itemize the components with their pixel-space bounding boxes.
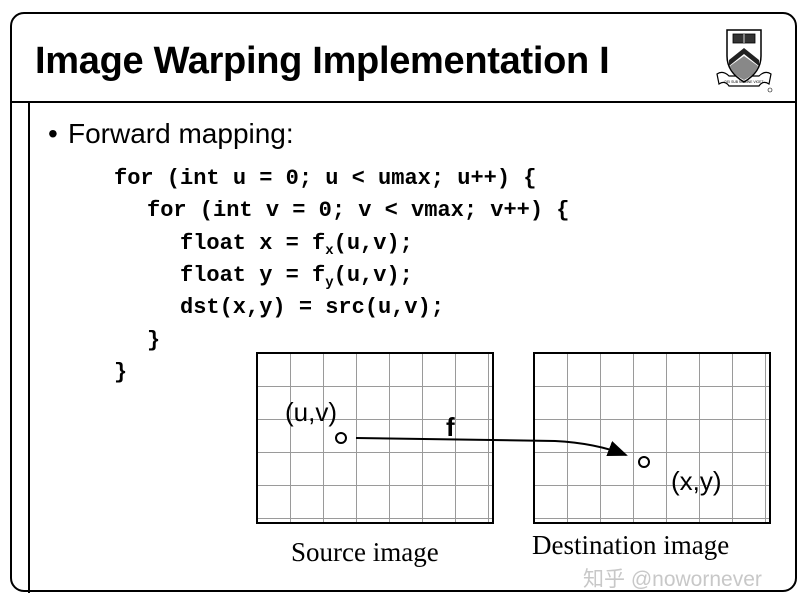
code-line-7: } xyxy=(114,360,128,385)
code-line-2: for (int v = 0; v < vmax; v++) { xyxy=(147,198,570,223)
bullet-dot: • xyxy=(48,118,58,149)
code-line-1: for (int u = 0; u < umax; u++) { xyxy=(114,166,537,191)
slide-title: Image Warping Implementation I xyxy=(35,40,610,82)
code-line-3-a: float x = f xyxy=(180,231,326,256)
destination-image-grid xyxy=(533,352,771,524)
slide-frame xyxy=(10,12,797,592)
title-divider xyxy=(11,101,797,103)
code-line-4-b: (u,v); xyxy=(333,263,413,288)
left-accent-bar xyxy=(28,103,30,593)
source-point-label: (u,v) xyxy=(285,397,337,427)
source-image-grid xyxy=(256,352,494,524)
watermark: 知乎 @nowornever xyxy=(583,568,762,591)
mapping-function-label: f xyxy=(446,412,455,442)
code-line-6: } xyxy=(147,328,161,353)
bullet-forward-mapping: • Forward mapping: xyxy=(48,118,294,150)
code-line-4-a: float y = f xyxy=(180,263,326,288)
source-caption: Source image xyxy=(291,537,439,567)
destination-caption: Destination image xyxy=(532,530,730,560)
dest-point-label: (x,y) xyxy=(671,466,722,496)
logo-motto: DEI SUB NUMINE VIGET xyxy=(725,80,764,84)
code-line-3-sub: x xyxy=(325,243,334,259)
code-line-3-b: (u,v); xyxy=(333,231,413,256)
code-line-4-sub: y xyxy=(325,275,334,291)
bullet-text: Forward mapping: xyxy=(68,118,294,149)
code-line-3: float x = fx(u,v); xyxy=(180,231,413,259)
code-line-4: float y = fy(u,v); xyxy=(180,263,413,291)
code-line-5: dst(x,y) = src(u,v); xyxy=(180,295,445,320)
princeton-shield-icon: DEI SUB NUMINE VIGET xyxy=(716,29,773,93)
